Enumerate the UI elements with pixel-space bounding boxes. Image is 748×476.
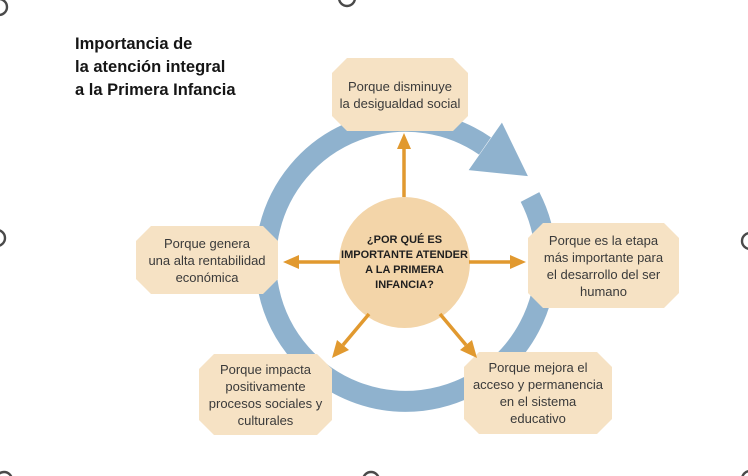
page-edge-mark: [338, 0, 356, 8]
center-question-circle: ¿POR QUÉ ES IMPORTANTE ATENDER A LA PRIM…: [339, 197, 470, 328]
page-edge-mark: [0, 0, 9, 17]
page-title: Importancia de la atención integral a la…: [75, 35, 236, 99]
arrow-to-left: [283, 255, 340, 269]
arrow-to-bottom-left: [332, 312, 371, 358]
node-top-label: Porque disminuye la desigualdad social: [339, 78, 461, 111]
page-edge-mark: [741, 470, 748, 476]
node-bottom-left: Porque impacta positivamente procesos so…: [199, 354, 332, 435]
node-left-label: Porque genera una alta rentabilidad econ…: [148, 235, 266, 285]
arrow-left-icon: [283, 255, 299, 269]
node-right: Porque es la etapa más importante para e…: [528, 223, 679, 308]
node-bottom-right: Porque mejora el acceso y permanencia en…: [464, 352, 612, 434]
cycle-arrowhead-icon: [468, 122, 528, 177]
arrow-down-right-icon: [460, 340, 477, 358]
arrow-down-left-icon: [332, 340, 349, 358]
page-edge-mark: [0, 229, 7, 247]
arrow-to-top: [397, 133, 411, 197]
arrow-to-bottom-right: [438, 312, 477, 358]
arrow-right-icon: [510, 255, 526, 269]
page-edge-mark: [0, 470, 13, 476]
arrow-up-icon: [397, 133, 411, 149]
node-top: Porque disminuye la desigualdad social: [332, 58, 468, 131]
node-bottom-right-label: Porque mejora el acceso y permanencia en…: [472, 360, 604, 426]
center-question-label: ¿POR QUÉ ES IMPORTANTE ATENDER A LA PRIM…: [341, 233, 468, 291]
page-edge-mark: [362, 470, 380, 476]
page-edge-mark: [740, 232, 748, 250]
node-bottom-left-label: Porque impacta positivamente procesos so…: [208, 361, 323, 428]
node-left: Porque genera una alta rentabilidad econ…: [136, 226, 278, 294]
arrow-to-right: [469, 255, 526, 269]
node-right-label: Porque es la etapa más importante para e…: [543, 232, 664, 299]
